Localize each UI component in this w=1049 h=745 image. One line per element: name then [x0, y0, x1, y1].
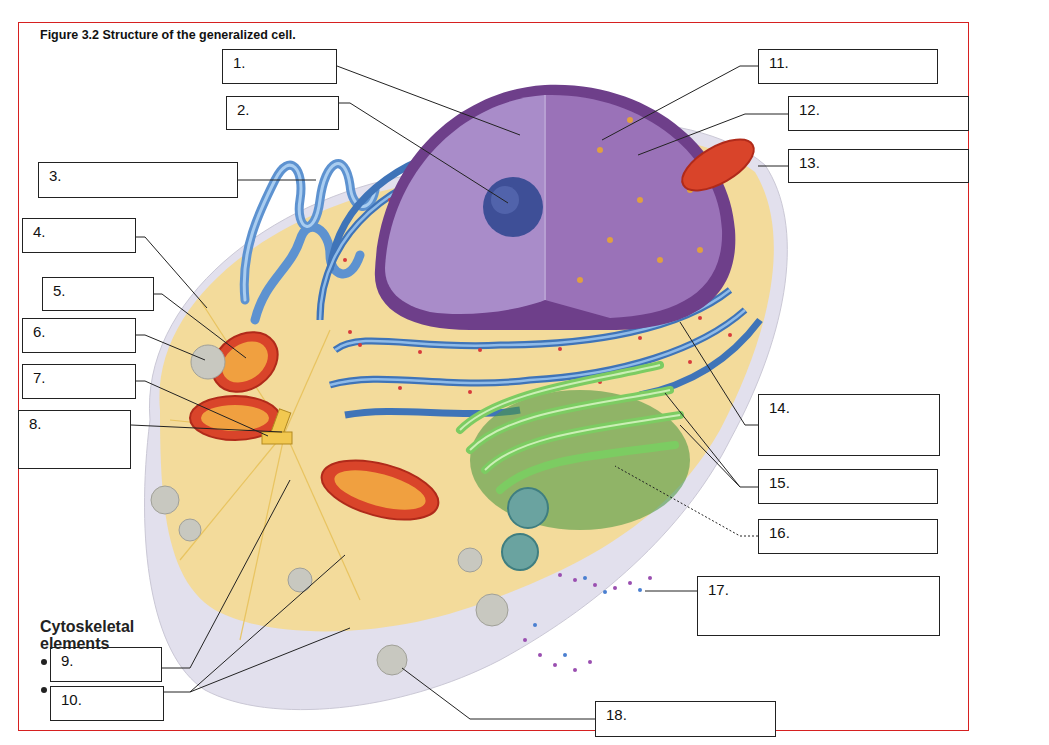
- callout-number: 5.: [43, 278, 153, 301]
- figure-title: Figure 3.2 Structure of the generalized …: [40, 28, 296, 42]
- callout-box: 12.: [788, 96, 969, 131]
- callout-box: 9.: [50, 647, 162, 682]
- callout-box: 10.: [50, 686, 164, 721]
- callout-box: 4.: [22, 218, 136, 253]
- callout-number: 10.: [51, 687, 163, 710]
- golgi-region: [470, 390, 690, 530]
- callout-box: 13.: [788, 149, 969, 183]
- callout-box: 11.: [758, 49, 938, 84]
- callout-box: 16.: [758, 519, 938, 554]
- callout-box: 14.: [758, 394, 940, 456]
- nucleolus: [483, 177, 543, 237]
- callout-number: 16.: [759, 520, 937, 543]
- callout-box: 17.: [697, 576, 940, 636]
- callout-number: 1.: [223, 50, 336, 73]
- group-label: Cytoskeletal elements: [40, 618, 170, 652]
- callout-number: 4.: [23, 219, 135, 242]
- callout-number: 3.: [39, 163, 237, 186]
- callout-number: 12.: [789, 97, 968, 120]
- nucleoplasm: [385, 95, 545, 314]
- callout-number: 18.: [596, 702, 775, 725]
- frame: [19, 23, 969, 731]
- callout-box: 6.: [22, 318, 136, 353]
- callout-number: 15.: [759, 470, 937, 493]
- callout-box: 18.: [595, 701, 776, 737]
- callout-box: 7.: [22, 364, 136, 399]
- callout-number: 6.: [23, 319, 135, 342]
- callout-number: 11.: [759, 50, 937, 73]
- callout-number: 17.: [698, 577, 939, 600]
- callout-box: 8.: [18, 410, 131, 469]
- callout-box: 2.: [226, 96, 339, 130]
- callout-number: 7.: [23, 365, 135, 388]
- callout-number: 13.: [789, 150, 968, 173]
- callout-box: 15.: [758, 469, 938, 504]
- callout-number: 2.: [227, 97, 338, 120]
- callout-box: 5.: [42, 277, 154, 311]
- nucleus-surface: [545, 95, 722, 318]
- callout-box: 3.: [38, 162, 238, 198]
- callout-number: 8.: [19, 411, 130, 434]
- nuclear-envelope: [375, 85, 736, 330]
- callout-number: 14.: [759, 395, 939, 418]
- callout-box: 1.: [222, 49, 337, 84]
